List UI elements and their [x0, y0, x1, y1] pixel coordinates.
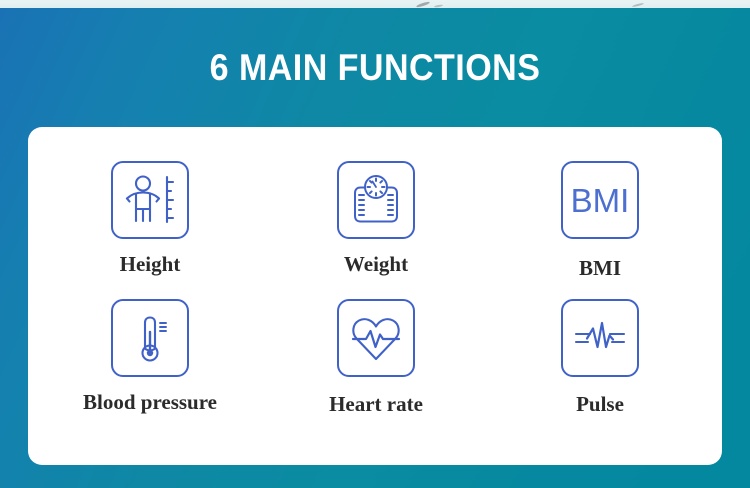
- function-label: BMI: [579, 256, 621, 280]
- function-item-heart-rate[interactable]: Heart rate: [260, 299, 492, 416]
- function-label: Height: [119, 252, 181, 276]
- function-item-height[interactable]: Height: [34, 161, 266, 276]
- function-item-weight[interactable]: Weight: [260, 161, 492, 276]
- function-item-pulse[interactable]: Pulse: [484, 299, 716, 416]
- function-label: Heart rate: [329, 392, 423, 416]
- top-photo-strip: [0, 0, 750, 8]
- functions-grid: Height Weight: [28, 127, 722, 465]
- function-item-blood-pressure[interactable]: Blood pressure: [34, 299, 266, 414]
- weight-scale-icon: [337, 161, 415, 239]
- heart-ecg-icon: [337, 299, 415, 377]
- bmi-text-icon: BMI: [561, 161, 639, 239]
- function-item-bmi[interactable]: BMI BMI: [484, 161, 716, 280]
- height-person-ruler-icon: [111, 161, 189, 239]
- functions-card: Height Weight: [28, 127, 722, 465]
- function-label: Blood pressure: [83, 390, 217, 414]
- page-title: 6 MAIN FUNCTIONS: [209, 47, 541, 88]
- thermometer-icon: [111, 299, 189, 377]
- photo-speck: [415, 0, 431, 8]
- bmi-icon-text: BMI: [570, 181, 630, 219]
- pulse-waveform-icon: [561, 299, 639, 377]
- function-label: Weight: [343, 252, 409, 276]
- function-label: Pulse: [576, 392, 624, 416]
- photo-speck: [631, 2, 645, 8]
